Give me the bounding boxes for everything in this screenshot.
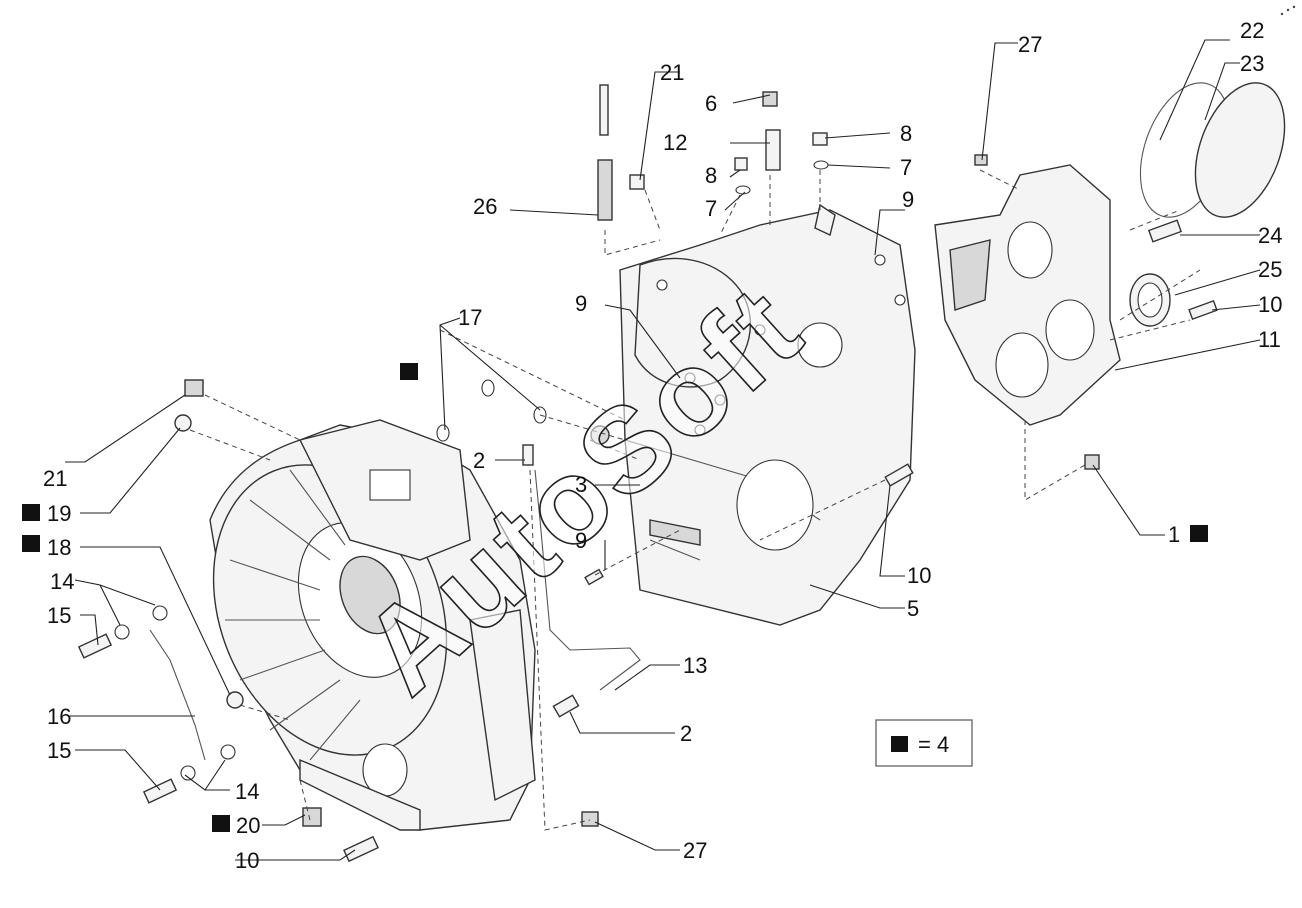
bell-housing xyxy=(209,419,536,831)
legend-text: = 4 xyxy=(918,732,949,757)
callout-22: 22 xyxy=(1240,18,1264,43)
callout-26: 26 xyxy=(473,194,497,219)
callout-14: 14 xyxy=(235,779,259,804)
callout-27: 27 xyxy=(683,838,707,863)
callout-21: 21 xyxy=(43,466,67,491)
callout-13: 13 xyxy=(683,653,707,678)
callout-10: 10 xyxy=(235,848,259,873)
callout-2: 2 xyxy=(473,448,485,473)
callout-5: 5 xyxy=(907,596,919,621)
assembly-lines xyxy=(189,169,1201,831)
leader-lines xyxy=(65,39,1261,861)
callout-10: 10 xyxy=(907,563,931,588)
legend-square xyxy=(891,736,908,752)
callout-11: 11 xyxy=(1258,327,1281,352)
callout-8: 8 xyxy=(900,121,912,146)
marker-square xyxy=(212,815,230,832)
callout-9: 9 xyxy=(902,187,914,212)
callout-14: 14 xyxy=(50,569,74,594)
marker-square xyxy=(1190,525,1208,542)
small-parts xyxy=(77,84,1218,863)
callout-9: 9 xyxy=(575,528,587,553)
callout-10: 10 xyxy=(1258,292,1282,317)
gearbox-housing xyxy=(619,203,916,626)
legend: = 4 xyxy=(875,719,973,767)
callout-21: 21 xyxy=(660,60,684,85)
callout-7: 7 xyxy=(900,155,912,180)
corner-mark xyxy=(1280,5,1296,16)
callout-15: 15 xyxy=(47,603,71,628)
black-square-markers xyxy=(22,363,1208,832)
callout-7: 7 xyxy=(705,196,717,221)
callout-20: 20 xyxy=(236,813,260,838)
callout-9: 9 xyxy=(575,291,587,316)
callout-3: 3 xyxy=(575,472,587,497)
callout-27: 27 xyxy=(1018,32,1042,57)
callout-16: 16 xyxy=(47,704,71,729)
callout-8: 8 xyxy=(705,163,717,188)
callout-15: 15 xyxy=(47,738,71,763)
callout-25: 25 xyxy=(1258,257,1282,282)
callout-24: 24 xyxy=(1258,223,1282,248)
callout-19: 19 xyxy=(47,501,71,526)
marker-square xyxy=(22,535,40,552)
callout-6: 6 xyxy=(705,91,717,116)
callout-18: 18 xyxy=(47,535,71,560)
callout-labels: 21 6 12 8 7 26 8 7 27 22 23 9 24 25 10 1… xyxy=(43,18,1282,873)
cover-23 xyxy=(1194,82,1286,218)
callout-23: 23 xyxy=(1240,51,1264,76)
marker-square xyxy=(22,504,40,521)
marker-square xyxy=(400,363,418,380)
callout-17: 17 xyxy=(458,305,482,330)
rear-cover xyxy=(934,164,1121,426)
callout-12: 12 xyxy=(663,130,687,155)
callout-2: 2 xyxy=(680,721,692,746)
callout-1: 1 xyxy=(1168,522,1180,547)
